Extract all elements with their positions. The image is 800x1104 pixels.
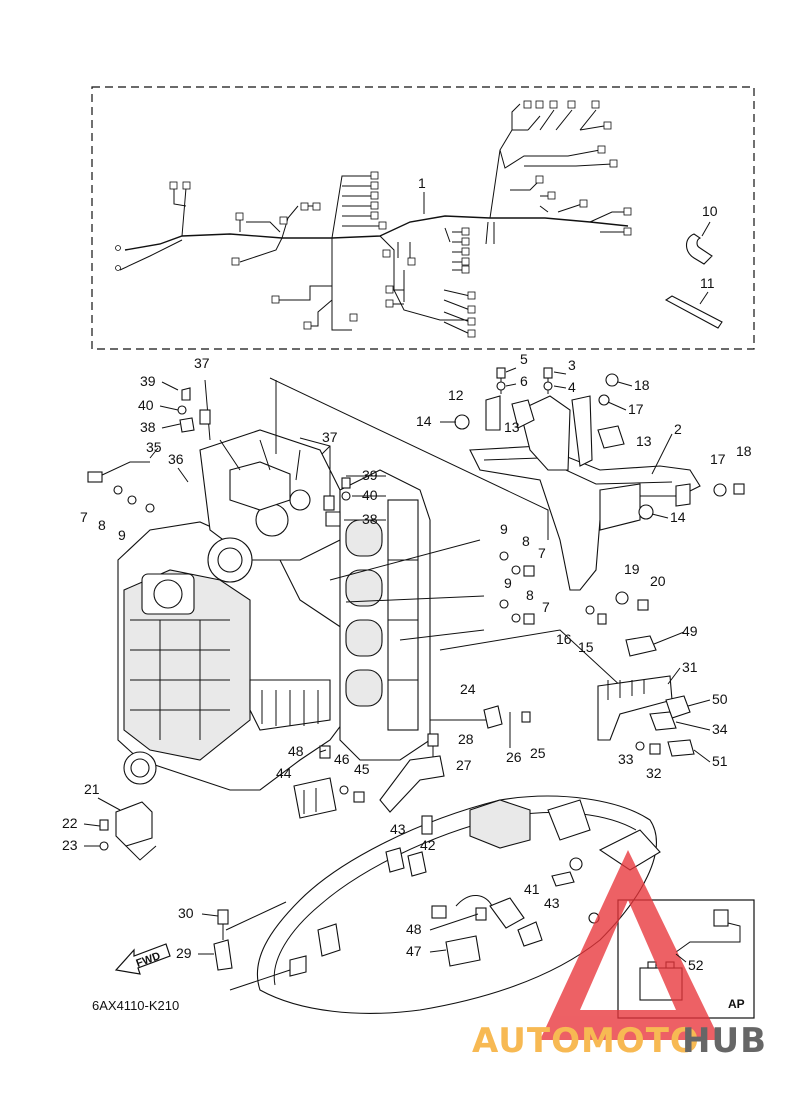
callout: 17 (628, 401, 644, 417)
wiring-harness (115, 100, 632, 338)
watermark-triangle (540, 850, 720, 1040)
callout: 39 (140, 373, 156, 389)
callout: 1 (418, 175, 426, 191)
callout: 32 (646, 765, 662, 781)
callout: 8 (98, 517, 106, 533)
callout: 47 (406, 943, 422, 959)
callout: 13 (636, 433, 652, 449)
callout: 20 (650, 573, 666, 589)
callout: 46 (334, 751, 350, 767)
callout: 49 (682, 623, 698, 639)
callout: 48 (288, 743, 304, 759)
harness-clip-10 (685, 233, 713, 265)
lower-left-parts (99, 801, 291, 991)
callout: 38 (140, 419, 156, 435)
callout: 7 (542, 599, 550, 615)
callout: 3 (568, 357, 576, 373)
harness-connectors (115, 100, 632, 338)
leader-lines (269, 377, 637, 721)
callout: 35 (146, 439, 162, 455)
callout-leaders (83, 192, 711, 963)
right-parts (597, 635, 695, 757)
callout: 22 (62, 815, 78, 831)
callout: 34 (712, 721, 728, 737)
callout: 28 (458, 731, 474, 747)
callout: 6 (520, 373, 528, 389)
callout: 9 (118, 527, 126, 543)
callout: 17 (710, 451, 726, 467)
watermark-text-2: HUB (682, 1021, 767, 1061)
callout: 42 (420, 837, 436, 853)
callout: 51 (712, 753, 728, 769)
callout: 14 (670, 509, 686, 525)
callout: 12 (448, 387, 464, 403)
drawing-code: 6AX4110-K210 (92, 998, 179, 1013)
center-lower-parts (293, 705, 543, 967)
fwd-arrow: FWD (114, 943, 171, 975)
callout: 37 (194, 355, 210, 371)
harness-frame (91, 86, 755, 350)
callout: 43 (544, 895, 560, 911)
callout: 36 (168, 451, 184, 467)
callout: 43 (390, 821, 406, 837)
callout: 10 (702, 203, 718, 219)
engine-block (117, 429, 431, 791)
callout: 13 (504, 419, 520, 435)
cable-tie-11 (664, 295, 723, 329)
callout: 33 (618, 751, 634, 767)
callout: 41 (524, 881, 540, 897)
callout: 7 (538, 545, 546, 561)
callout: 9 (500, 521, 508, 537)
callout: 9 (504, 575, 512, 591)
callout: 14 (416, 413, 432, 429)
callout: 7 (80, 509, 88, 525)
callout: 31 (682, 659, 698, 675)
callout: 39 (362, 467, 378, 483)
callout: 26 (506, 749, 522, 765)
callout: 44 (276, 765, 292, 781)
callout: 30 (178, 905, 194, 921)
callout: 25 (530, 745, 546, 761)
callout: 52 (688, 957, 704, 973)
callout: 40 (362, 487, 378, 503)
callout: 18 (634, 377, 650, 393)
callout: 11 (700, 275, 715, 291)
callout: 2 (674, 421, 682, 437)
callout: 24 (460, 681, 476, 697)
callout: 50 (712, 691, 728, 707)
fasteners (87, 367, 745, 625)
callout: 16 (556, 631, 572, 647)
watermark: AUTOMOTO HUB (472, 850, 767, 1061)
callout: 38 (362, 511, 378, 527)
fwd-label: FWD (135, 950, 163, 970)
callout: 37 (322, 429, 338, 445)
callout: 18 (736, 443, 752, 459)
watermark-text-1: AUTOMOTO (472, 1021, 700, 1061)
callout: 45 (354, 761, 370, 777)
callout: 27 (456, 757, 472, 773)
callout: 48 (406, 921, 422, 937)
inset-label: AP (728, 997, 745, 1011)
callout: 4 (568, 379, 576, 395)
callout: 8 (522, 533, 530, 549)
callout: 21 (84, 781, 100, 797)
callout: 8 (526, 587, 534, 603)
callout-labels: 1 10 11 37 39 40 38 35 36 7 8 9 37 39 40… (62, 175, 752, 973)
callout: 29 (176, 945, 192, 961)
callout: 40 (138, 397, 154, 413)
callout: 5 (520, 351, 528, 367)
callout: 19 (624, 561, 640, 577)
callout: 15 (578, 639, 594, 655)
callout: 23 (62, 837, 78, 853)
bottom-cowling (256, 795, 661, 1014)
